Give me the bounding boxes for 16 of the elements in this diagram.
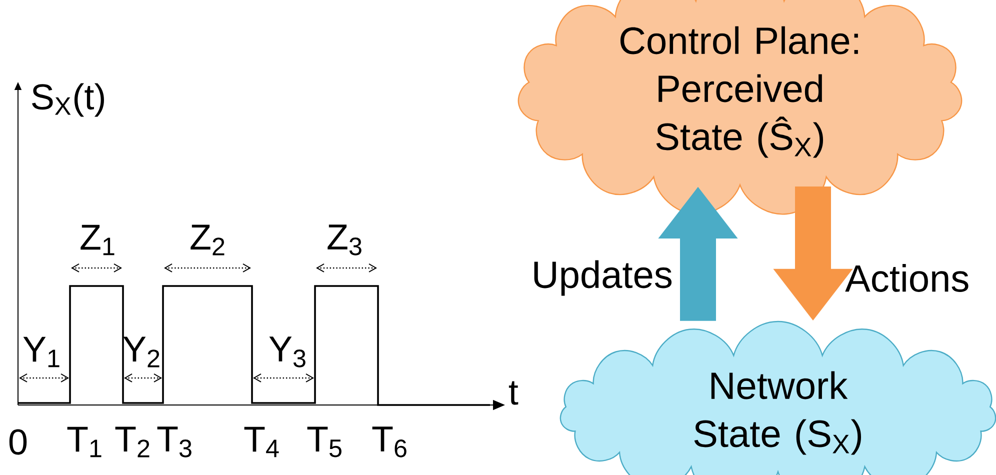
axis-label: Z$_{3}$ [328,224,362,256]
axis-label: T$_{3}$ [157,426,192,458]
axis-label: Y$_{1}$ [23,336,60,368]
edge-label: Actions [845,264,968,292]
axis-label: 0 [9,429,27,455]
axis-label: t [508,381,518,405]
axis-label: Z$_{1}$ [80,224,114,256]
axis-label: T$_{1}$ [67,426,102,458]
axis-label: T$_{2}$ [115,426,150,458]
edge-label: Updates [534,260,672,296]
axis-label: Y$_{3}$ [269,336,306,368]
axis-label: S$_{X}$(t) [32,83,104,117]
axis-label: T$_{4}$ [244,426,279,458]
axis-label: T$_{5}$ [307,426,342,458]
axis-label: T$_{6}$ [372,426,406,458]
axis-label: Z$_{2}$ [190,224,224,256]
